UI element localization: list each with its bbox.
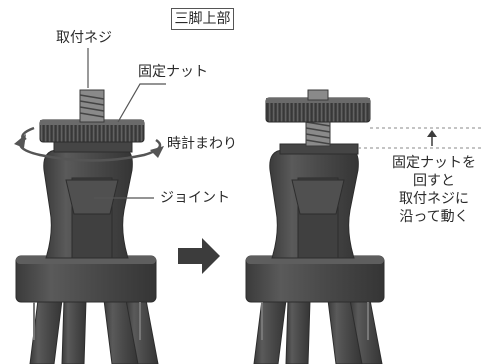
leader-lines [87,48,166,199]
label-clockwise: 時計まわり [167,136,237,152]
left-legs [29,299,159,364]
note-line: 取付ネジに [399,191,469,207]
up-arrow-icon [427,130,437,146]
right-arrow-icon [178,238,220,274]
right-legs [253,299,383,364]
title-text: 三脚上部 [174,11,231,27]
movement-note: 固定ナットを 回すと 取付ネジに 沿って動く [384,154,484,226]
right-tripod [245,89,484,364]
label-joint: ジョイント [160,190,230,206]
rotation-arrow-icon [14,126,164,162]
label-fixing-nut: 固定ナット [138,64,208,80]
note-line: 固定ナットを [392,155,476,171]
note-line: 回すと [413,173,455,189]
note-line: 沿って動く [399,209,469,225]
right-mount-screw [305,117,331,147]
left-mount-screw [79,89,105,123]
title-box: 三脚上部 [171,8,234,30]
left-tripod [14,48,166,364]
label-mount-screw: 取付ネジ [56,30,112,46]
